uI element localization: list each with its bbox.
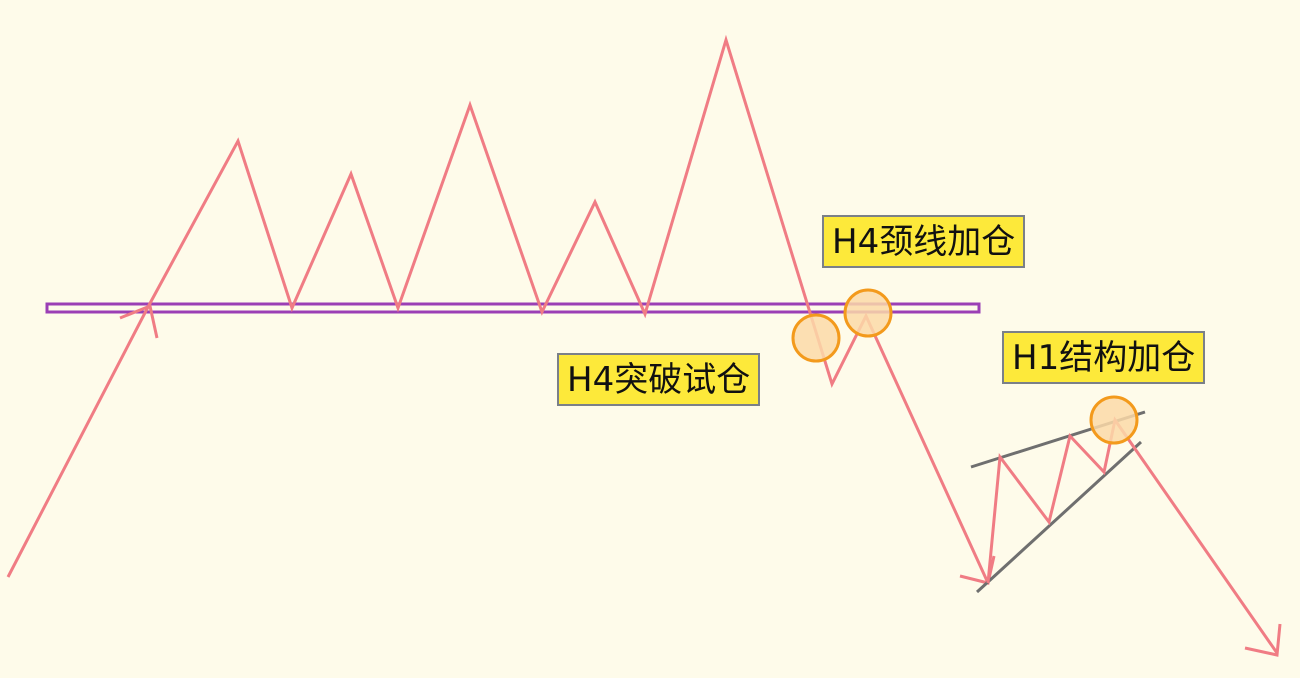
channel-lower-line xyxy=(975,440,1143,594)
arrowhead-final xyxy=(1244,623,1282,657)
neckline-retest-marker xyxy=(843,288,893,338)
arrowhead-rise xyxy=(119,303,159,339)
structure-marker xyxy=(1089,395,1139,445)
neckline-add-label: H4颈线加仓 xyxy=(822,215,1026,268)
breakout-marker xyxy=(791,313,841,363)
price-path-wedge xyxy=(986,416,1279,654)
neckline-band xyxy=(45,302,981,314)
breakout-trial-label: H4突破试仓 xyxy=(557,353,761,406)
structure-add-label: H1结构加仓 xyxy=(1002,331,1206,384)
